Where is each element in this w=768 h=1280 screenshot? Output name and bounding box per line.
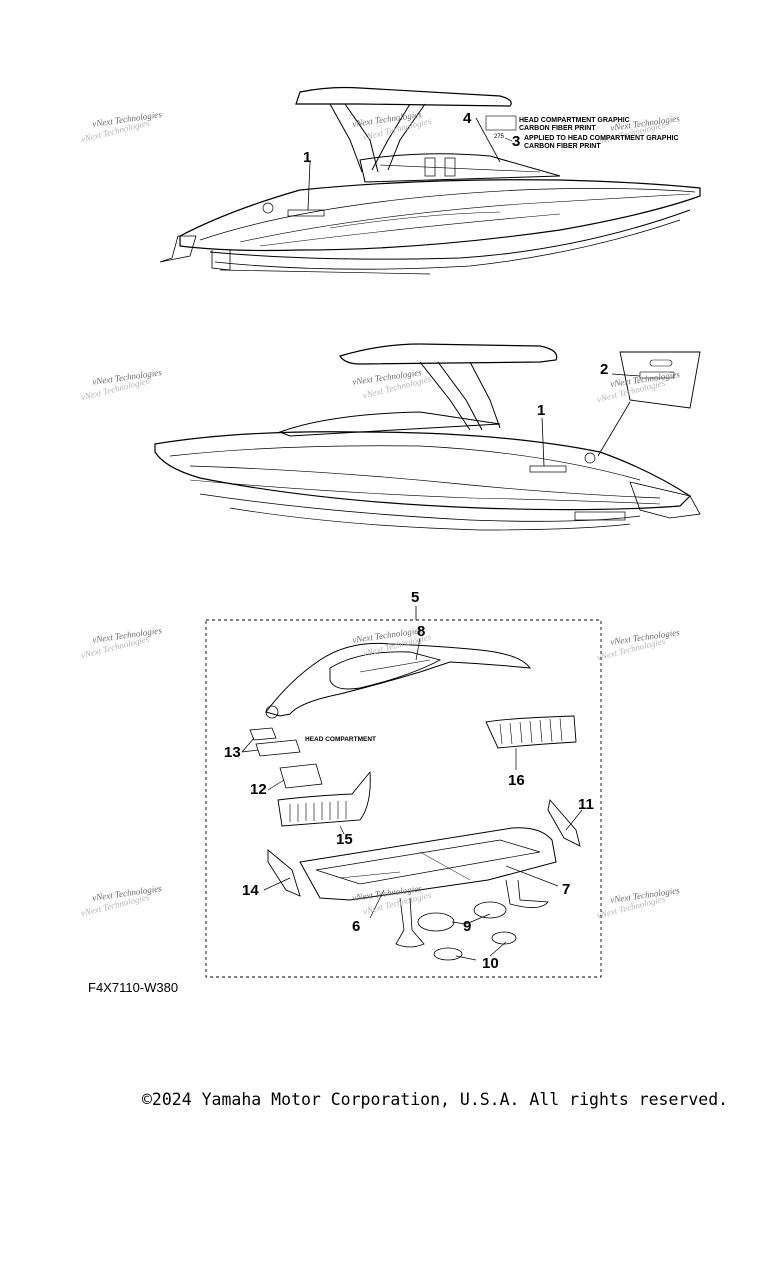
- boat-middle-view: [154, 343, 701, 531]
- copyright-notice: ©2024 Yamaha Motor Corporation, U.S.A. A…: [142, 1090, 729, 1109]
- head-compartment-detail: [205, 606, 602, 978]
- callout-13: 13: [224, 744, 241, 761]
- diagram-code: F4X7110-W380: [88, 980, 179, 995]
- callout-8: 8: [417, 623, 426, 640]
- callout-9: 9: [463, 918, 472, 935]
- boat-top-view: [159, 86, 701, 275]
- callout-5: 5: [411, 589, 420, 606]
- note-head-graphic: HEAD COMPARTMENT GRAPHIC CARBON FIBER PR…: [519, 117, 630, 132]
- callout-2: 2: [600, 361, 609, 378]
- head-compartment-label: HEAD COMPARTMENT: [305, 736, 377, 743]
- note-applied-to: APPLIED TO HEAD COMPARTMENT GRAPHIC CARB…: [524, 135, 679, 150]
- callout-6: 6: [352, 918, 361, 935]
- callout-10: 10: [482, 955, 499, 972]
- callout-4: 4: [463, 110, 472, 127]
- model-tag-note: 275: [494, 134, 505, 140]
- callout-1-second: 1: [537, 402, 546, 419]
- callout-1: 1: [303, 149, 312, 166]
- callout-15: 15: [336, 831, 353, 848]
- callout-11: 11: [578, 796, 594, 813]
- callout-12: 12: [250, 781, 267, 798]
- callout-3: 3: [512, 133, 521, 150]
- callout-14: 14: [242, 882, 259, 899]
- callout-7: 7: [562, 881, 571, 898]
- callout-16: 16: [508, 772, 525, 789]
